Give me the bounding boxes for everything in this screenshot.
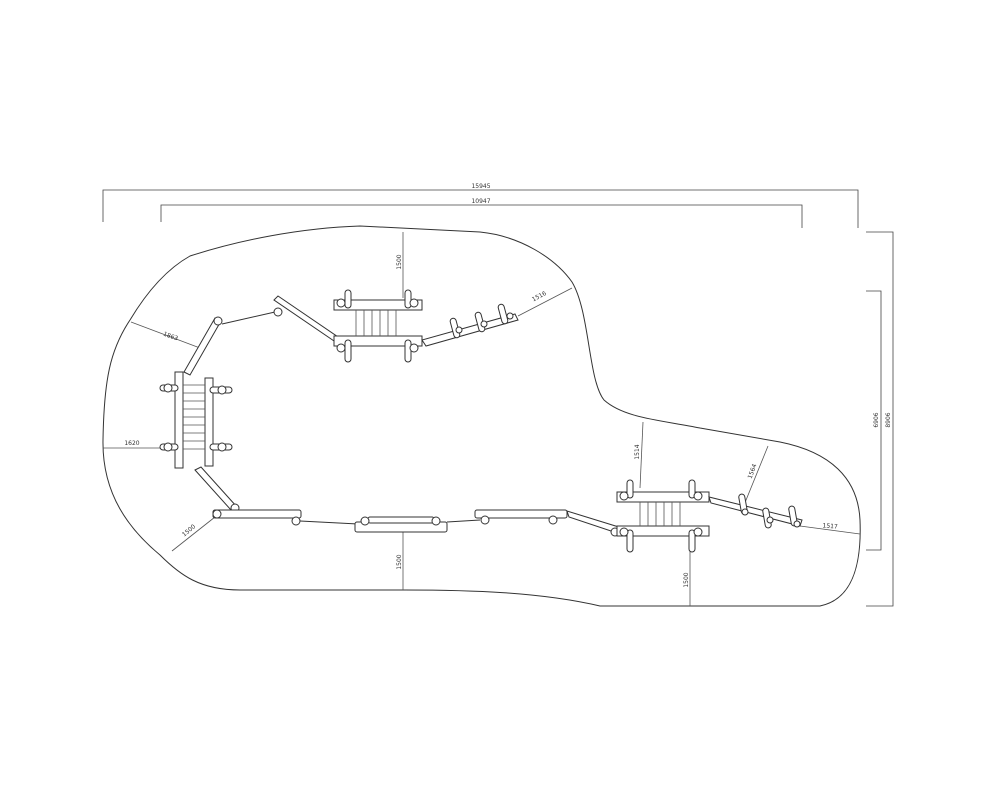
outer-height-label: 8906 (885, 412, 892, 427)
right-dimension-inner: 6906 (866, 290, 882, 551)
inner-width-label: 10947 (471, 198, 490, 205)
safety-dim-6: 1500 (396, 554, 403, 569)
top-dimension-outer: 15945 (102, 183, 859, 228)
safety-dim-10: 1517 (822, 522, 838, 530)
right-dimension-outer: 8906 (866, 231, 894, 607)
outer-width-label: 15945 (471, 183, 490, 190)
safety-zone-outline (102, 225, 861, 607)
safety-dim-4: 1500 (396, 254, 403, 269)
right-stepping-logs (708, 493, 803, 529)
safety-dim-5: 1516 (531, 290, 548, 303)
safety-dim-8: 1514 (634, 444, 641, 459)
safety-radius-lines (103, 232, 861, 606)
bottom-balance-plank (354, 516, 481, 533)
safety-dim-2: 1620 (124, 440, 139, 447)
right-platform (616, 479, 710, 553)
top-stepping-logs (421, 303, 519, 347)
left-lower-beam (194, 466, 240, 513)
bottom-beam-left (212, 509, 359, 526)
top-platform (333, 289, 423, 363)
safety-dim-7: 1500 (683, 572, 690, 587)
left-upper-beam (183, 295, 342, 376)
inner-height-label: 6906 (873, 412, 880, 427)
left-platform (159, 371, 233, 469)
safety-dim-3: 1500 (181, 523, 197, 538)
top-dimension-inner: 10947 (160, 198, 803, 228)
safety-dim-1: 1863 (162, 331, 179, 343)
bottom-beam-right (474, 509, 623, 537)
safety-dim-9: 1564 (747, 463, 759, 480)
